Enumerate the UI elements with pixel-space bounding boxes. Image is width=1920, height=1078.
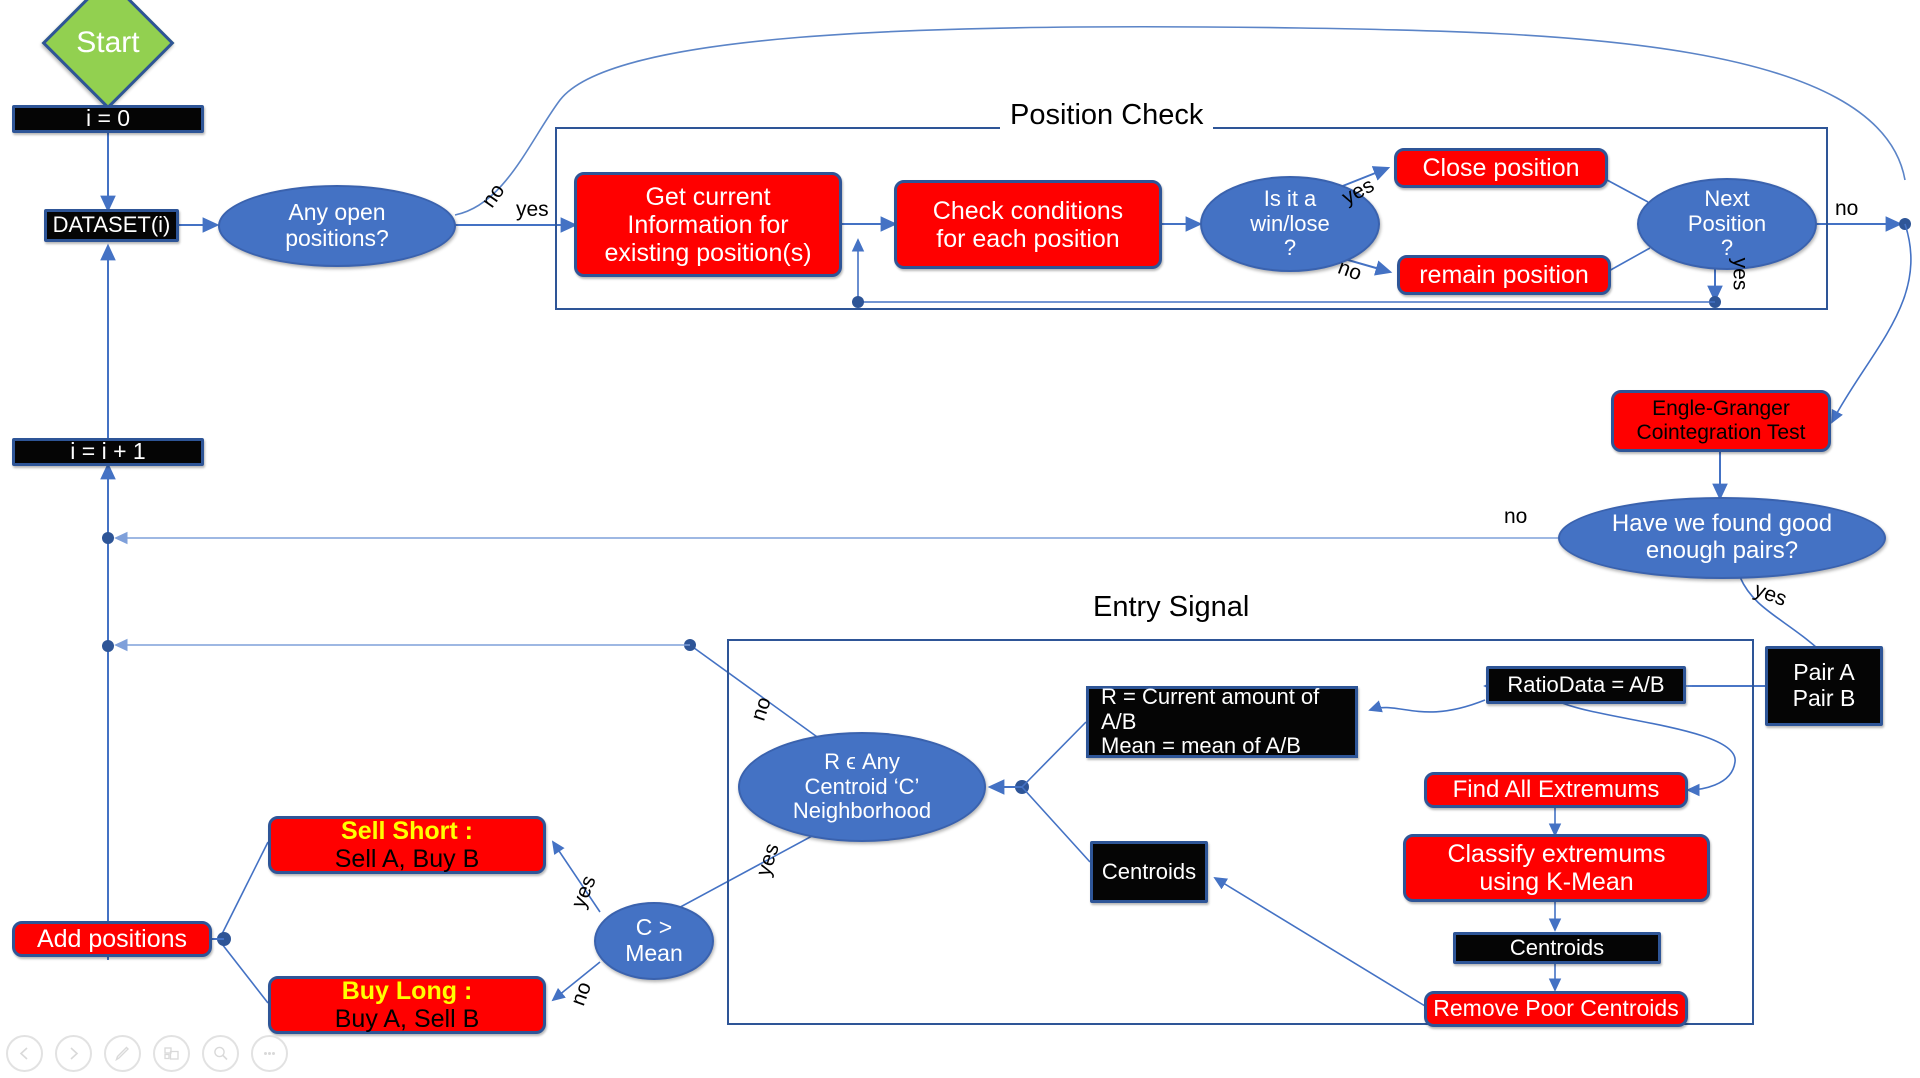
node-next-position-label: Next Position ? xyxy=(1687,186,1767,261)
node-sell-short-title: Sell Short : xyxy=(341,817,473,845)
node-found-good-pairs-label: Have we found good enough pairs? xyxy=(1611,510,1833,564)
node-find-extremums-label: Find All Extremums xyxy=(1452,775,1660,803)
node-start-label: Start xyxy=(76,26,140,60)
edge-label-next-pos-yes: yes xyxy=(1728,257,1752,291)
node-centroids-in-label: Centroids xyxy=(1101,858,1197,884)
node-find-extremums[interactable]: Find All Extremums xyxy=(1424,772,1688,808)
edge-label-open-pos-yes: yes xyxy=(516,198,549,221)
node-found-good-pairs[interactable]: Have we found good enough pairs? xyxy=(1558,497,1886,579)
presentation-toolbar xyxy=(6,1035,288,1072)
node-i-zero-label: i = 0 xyxy=(85,105,131,132)
node-remain-position[interactable]: remain position xyxy=(1397,255,1611,295)
node-get-current-info-label: Get current Information for existing pos… xyxy=(604,182,812,267)
node-c-gt-mean-label: C > Mean xyxy=(625,914,683,966)
node-add-positions[interactable]: Add positions xyxy=(12,921,212,957)
previous-slide-icon[interactable] xyxy=(6,1035,43,1072)
slide-overview-icon[interactable] xyxy=(153,1035,190,1072)
node-any-open-positions[interactable]: Any open positions? xyxy=(218,185,456,267)
node-pair-ab[interactable]: Pair A Pair B xyxy=(1765,646,1883,726)
node-sell-short-body: Sell A, Buy B xyxy=(334,845,480,873)
node-ratio-data-label: RatioData = A/B xyxy=(1507,671,1665,697)
node-pair-ab-label: Pair A Pair B xyxy=(1792,659,1856,711)
node-classify-extremums-label: Classify extremums using K-Mean xyxy=(1447,840,1666,896)
node-check-conditions-label: Check conditions for each position xyxy=(932,196,1124,253)
node-buy-long-body: Buy A, Sell B xyxy=(334,1005,480,1033)
node-buy-long[interactable]: Buy Long : Buy A, Sell B xyxy=(268,976,546,1034)
node-i-zero[interactable]: i = 0 xyxy=(12,105,204,133)
node-remain-position-label: remain position xyxy=(1419,261,1589,289)
node-engle-granger[interactable]: Engle-Granger Cointegration Test xyxy=(1611,390,1831,452)
zoom-icon[interactable] xyxy=(202,1035,239,1072)
node-centroids-out-label: Centroids xyxy=(1509,934,1605,960)
node-buy-long-title: Buy Long : xyxy=(341,977,473,1005)
edge-label-next-pos-no: no xyxy=(1835,197,1859,220)
node-centroids-in[interactable]: Centroids xyxy=(1090,841,1208,903)
node-r-in-centroid[interactable]: R ϵ Any Centroid ‘C’ Neighborhood xyxy=(738,732,986,842)
more-options-icon[interactable] xyxy=(251,1035,288,1072)
node-next-position[interactable]: Next Position ? xyxy=(1637,178,1817,270)
next-slide-icon[interactable] xyxy=(55,1035,92,1072)
node-r-in-centroid-label: R ϵ Any Centroid ‘C’ Neighborhood xyxy=(792,749,932,824)
node-classify-extremums[interactable]: Classify extremums using K-Mean xyxy=(1403,834,1710,902)
group-entry-signal xyxy=(727,639,1754,1025)
node-is-win-lose[interactable]: Is it a win/lose ? xyxy=(1200,176,1380,272)
node-close-position[interactable]: Close position xyxy=(1394,148,1608,188)
node-ratio-data[interactable]: RatioData = A/B xyxy=(1486,666,1686,704)
node-dataset[interactable]: DATASET(i) xyxy=(44,209,179,242)
node-i-increment[interactable]: i = i + 1 xyxy=(12,438,204,466)
node-r-mean-info-label: R = Current amount of A/B Mean = mean of… xyxy=(1101,684,1320,759)
node-remove-poor-centroids[interactable]: Remove Poor Centroids xyxy=(1424,991,1688,1027)
node-any-open-positions-label: Any open positions? xyxy=(285,199,389,251)
node-add-positions-label: Add positions xyxy=(36,925,188,953)
node-c-gt-mean[interactable]: C > Mean xyxy=(594,902,714,980)
node-remove-poor-centroids-label: Remove Poor Centroids xyxy=(1433,995,1679,1022)
node-check-conditions[interactable]: Check conditions for each position xyxy=(894,180,1162,269)
node-dataset-label: DATASET(i) xyxy=(52,212,171,238)
node-r-mean-info[interactable]: R = Current amount of A/B Mean = mean of… xyxy=(1086,684,1358,759)
pen-icon[interactable] xyxy=(104,1035,141,1072)
node-centroids-out[interactable]: Centroids xyxy=(1453,932,1661,964)
node-is-win-lose-label: Is it a win/lose ? xyxy=(1250,186,1330,261)
group-entry-signal-title: Entry Signal xyxy=(1083,591,1260,624)
node-i-increment-label: i = i + 1 xyxy=(70,438,146,465)
node-engle-granger-label: Engle-Granger Cointegration Test xyxy=(1636,397,1806,444)
node-get-current-info[interactable]: Get current Information for existing pos… xyxy=(574,172,842,277)
node-sell-short[interactable]: Sell Short : Sell A, Buy B xyxy=(268,816,546,874)
node-close-position-label: Close position xyxy=(1422,154,1580,182)
edge-label-pairs-no: no xyxy=(1504,505,1528,528)
group-position-check-title: Position Check xyxy=(1000,99,1214,132)
